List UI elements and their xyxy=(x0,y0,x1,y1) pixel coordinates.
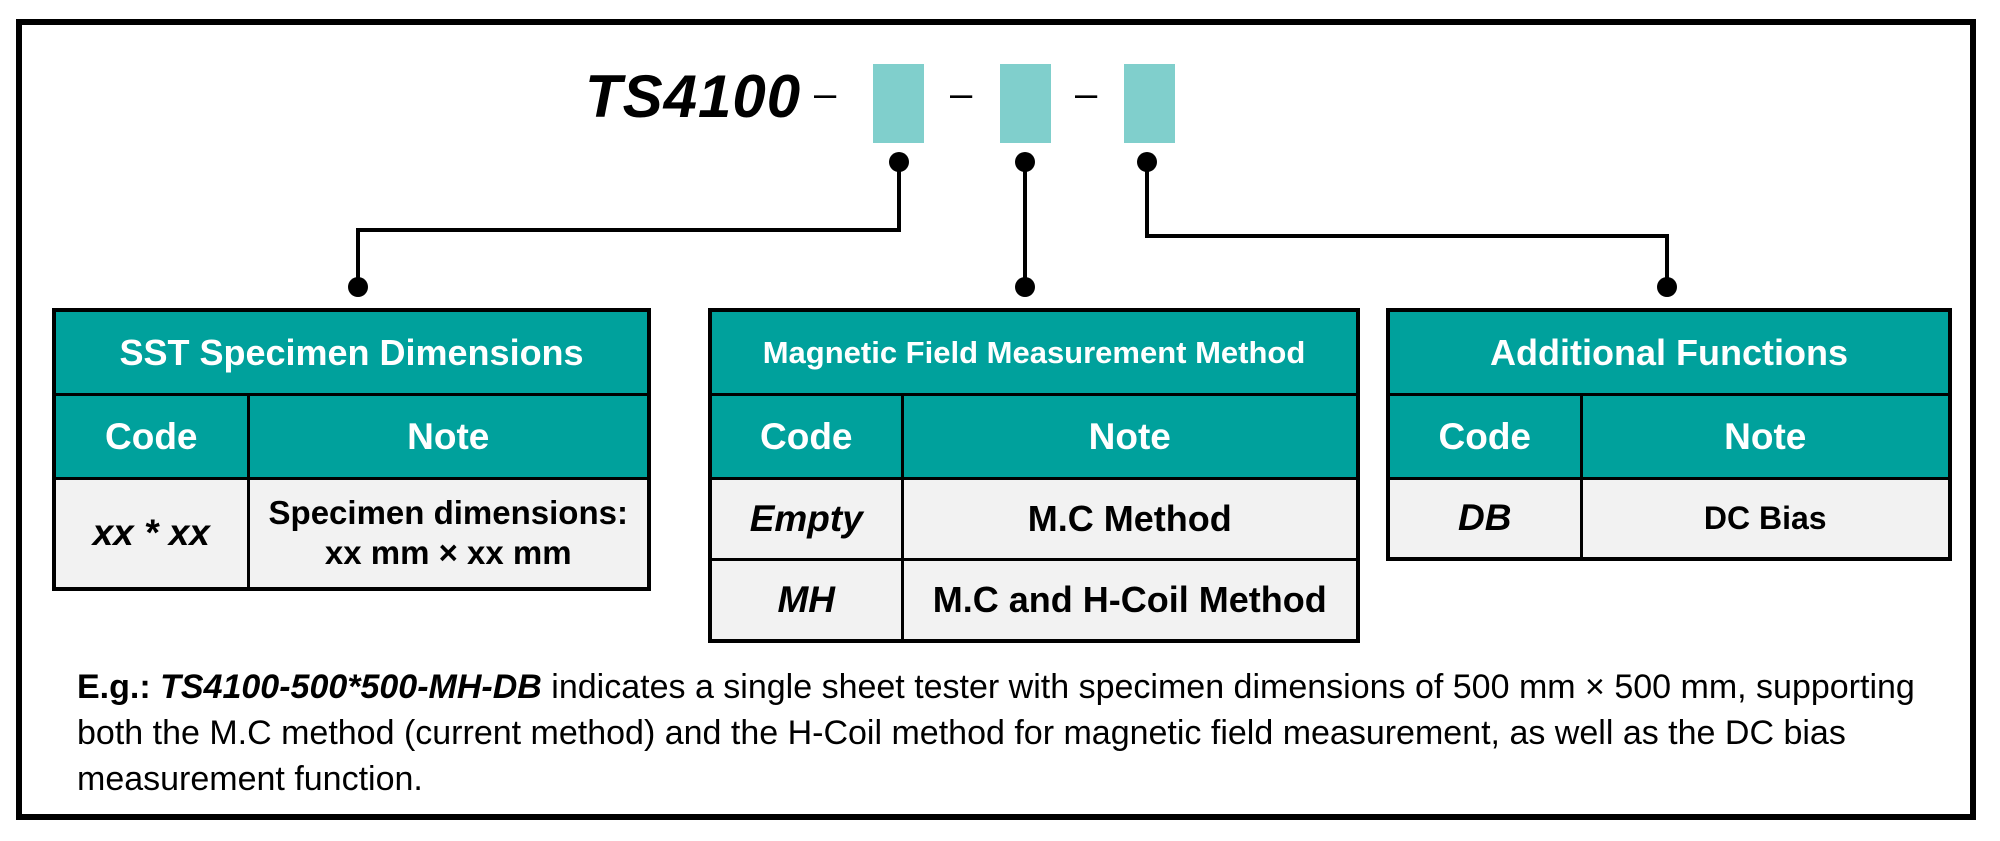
connector-dimensions xyxy=(356,162,901,287)
note-cell: M.C and H-Coil Method xyxy=(900,558,1360,642)
column-header-note: Note xyxy=(900,393,1360,480)
table-row: Empty M.C Method xyxy=(708,477,1360,561)
table-row: xx * xx Specimen dimensions: xx mm × xx … xyxy=(52,477,651,590)
note-line: xx mm × xx mm xyxy=(324,534,572,572)
code-slot-functions xyxy=(1124,64,1175,143)
table-title: Additional Functions xyxy=(1386,308,1952,396)
column-header-code: Code xyxy=(708,393,904,480)
table-1-dot xyxy=(348,277,368,297)
code-cell: DB xyxy=(1386,477,1583,560)
note-cell: M.C Method xyxy=(900,477,1360,561)
table-row: DB DC Bias xyxy=(1386,477,1952,560)
table-2-dot xyxy=(1015,277,1035,297)
table-measurement-method: Magnetic Field Measurement Method Code N… xyxy=(708,308,1361,643)
connector-functions xyxy=(1145,162,1669,287)
separator-3: – xyxy=(1075,72,1098,116)
column-header-code: Code xyxy=(52,393,250,480)
code-slot-method xyxy=(1000,64,1051,143)
column-header-code: Code xyxy=(1386,393,1583,480)
table-title: Magnetic Field Measurement Method xyxy=(708,308,1360,396)
diagram-frame xyxy=(16,19,1976,820)
code-cell: xx * xx xyxy=(52,477,250,590)
slot-1-dot xyxy=(889,152,909,172)
note-cell: DC Bias xyxy=(1579,477,1952,560)
code-cell: MH xyxy=(708,558,904,642)
example-model: TS4100-500*500-MH-DB xyxy=(160,668,542,706)
code-cell: Empty xyxy=(708,477,904,561)
example-paragraph: E.g.: TS4100-500*500-MH-DB indicates a s… xyxy=(77,664,1947,802)
column-header-note: Note xyxy=(1579,393,1952,480)
table-title: SST Specimen Dimensions xyxy=(52,308,651,396)
example-text: indicates a single sheet tester with spe… xyxy=(77,668,1915,798)
table-3-dot xyxy=(1657,277,1677,297)
code-slot-dimensions xyxy=(873,64,924,143)
note-line: Specimen dimensions: xyxy=(268,494,628,532)
separator-1: – xyxy=(814,72,837,116)
slot-2-dot xyxy=(1015,152,1035,172)
note-cell: Specimen dimensions: xx mm × xx mm xyxy=(246,477,651,590)
slot-3-dot xyxy=(1137,152,1157,172)
example-lead: E.g.: xyxy=(77,668,151,706)
model-name: TS4100 xyxy=(585,63,802,130)
separator-2: – xyxy=(950,72,973,116)
column-header-note: Note xyxy=(246,393,651,480)
table-additional-functions: Additional Functions Code Note DB DC Bia… xyxy=(1386,308,1952,561)
table-specimen-dimensions: SST Specimen Dimensions Code Note xx * x… xyxy=(52,308,652,591)
table-row: MH M.C and H-Coil Method xyxy=(708,558,1360,642)
